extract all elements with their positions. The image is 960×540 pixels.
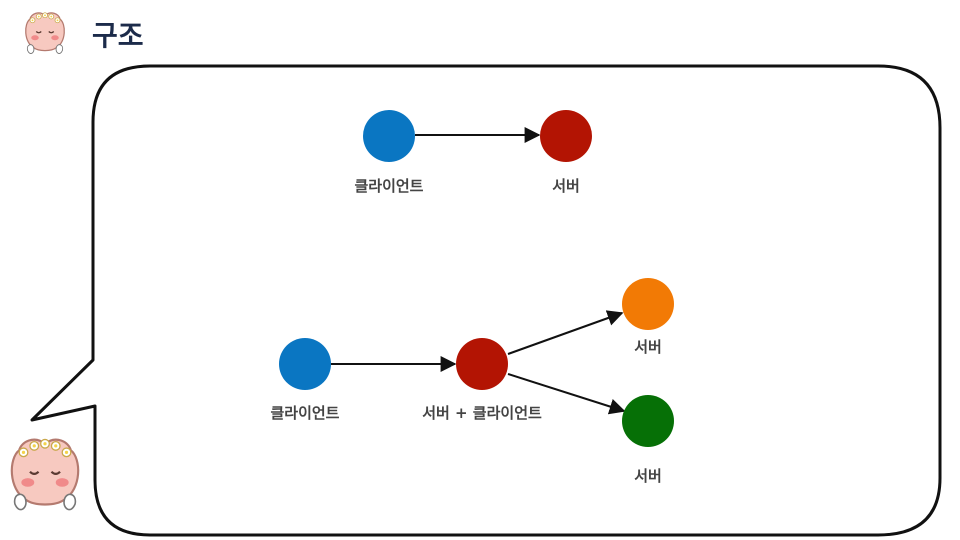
arrow-middle-to-server-a — [507, 310, 624, 355]
peach-mascot-icon — [25, 12, 65, 54]
slide-title: 구조 — [92, 19, 144, 52]
node-bottom-server-b — [622, 395, 674, 447]
label-top-server: 서버 — [552, 177, 580, 195]
label-bottom-client: 클라이언트 — [270, 404, 340, 422]
label-bottom-middle: 서버 + 클라이언트 — [422, 404, 542, 422]
node-bottom-middle — [456, 338, 508, 390]
peach-mascot-icon — [10, 438, 80, 511]
node-top-client — [363, 110, 415, 162]
node-bottom-server-a — [622, 278, 674, 330]
node-bottom-client — [279, 338, 331, 390]
arrow-middle-to-server-b — [507, 373, 626, 415]
label-bottom-server-b: 서버 — [634, 467, 662, 485]
label-bottom-server-a: 서버 — [634, 338, 662, 356]
node-top-server — [540, 110, 592, 162]
label-top-client: 클라이언트 — [354, 177, 424, 195]
